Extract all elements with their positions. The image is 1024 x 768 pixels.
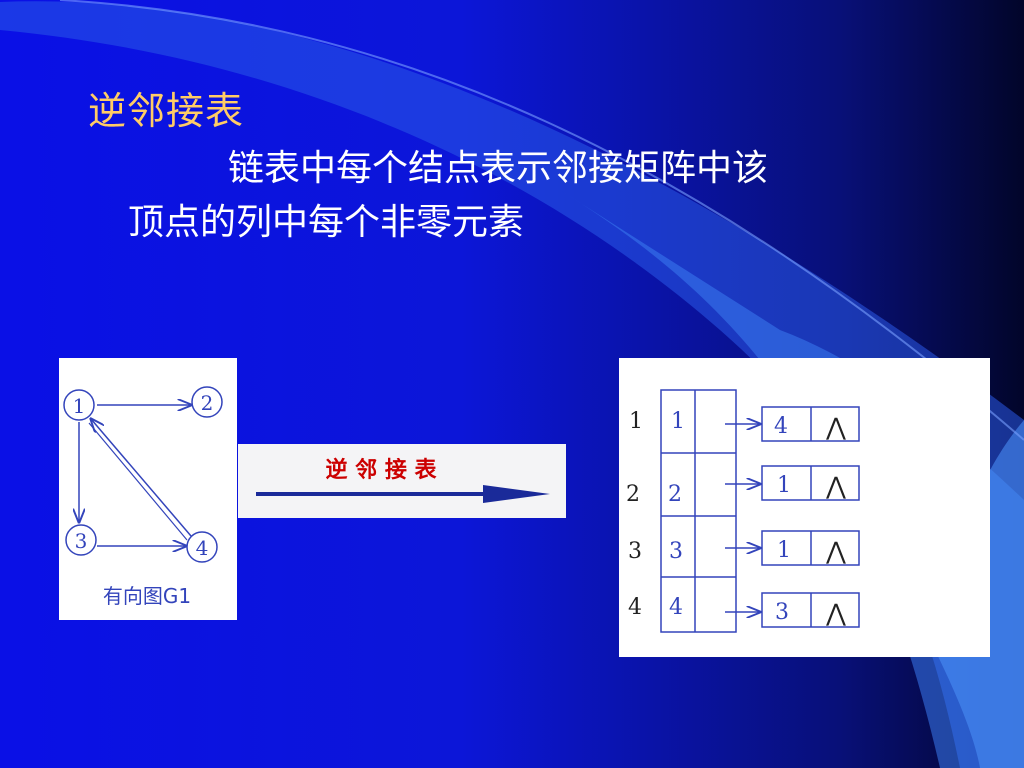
inverse-adjacency-list: 1 1 4 ⋀ 2 2 1 ⋀ 3 3 1 ⋀ (626, 389, 860, 633)
slide-body: 链表中每个结点表示邻接矩阵中该 顶点的列中每个非零元素 (128, 142, 948, 250)
adj-vertex-cell: 3 (775, 600, 789, 625)
adj-vertex-cell: 4 (774, 414, 788, 439)
null-pointer-icon: ⋀ (825, 413, 846, 441)
vertex-cell: 1 (671, 409, 685, 434)
vertex-cell: 2 (668, 482, 682, 507)
node-1: 1 (63, 389, 95, 421)
node-3: 3 (65, 524, 97, 556)
transform-arrow: 逆 邻 接 表 (256, 457, 550, 503)
body-line-1: 链表中每个结点表示邻接矩阵中该 (228, 148, 769, 189)
node-label: 4 (196, 536, 209, 560)
body-line-2: 顶点的列中每个非零元素 (128, 202, 525, 243)
vertex-table (660, 389, 737, 633)
vertex-cell: 4 (669, 595, 683, 620)
list-row-3: 3 3 1 ⋀ (628, 530, 860, 566)
node-label: 1 (73, 394, 86, 418)
node-2: 2 (191, 386, 223, 418)
edge-4-1 (91, 419, 192, 537)
node-label: 2 (201, 391, 214, 415)
adj-vertex-cell: 1 (777, 473, 791, 498)
node-4: 4 (186, 531, 218, 563)
list-row-4: 4 4 3 ⋀ (628, 592, 860, 628)
null-pointer-icon: ⋀ (825, 599, 846, 627)
node-label: 3 (75, 529, 88, 553)
list-row-1: 1 1 4 ⋀ (629, 406, 860, 442)
vertex-cell: 3 (669, 539, 683, 564)
arrow-head-icon (483, 485, 550, 503)
row-index: 1 (629, 409, 643, 434)
directed-graph-g1: 1 2 3 4 有向图G1 (63, 386, 223, 608)
adj-vertex-cell: 1 (777, 538, 791, 563)
slide-title: 逆邻接表 (88, 89, 245, 133)
row-index: 2 (626, 482, 640, 507)
arrow-label: 逆 邻 接 表 (326, 457, 438, 483)
graph-caption: 有向图G1 (103, 584, 191, 608)
graph-panel: 1 2 3 4 有向图G1 (59, 358, 237, 620)
row-index: 4 (628, 595, 642, 620)
row-index: 3 (628, 539, 642, 564)
null-pointer-icon: ⋀ (825, 472, 846, 500)
transform-arrow-panel: 逆 邻 接 表 (238, 444, 566, 518)
null-pointer-icon: ⋀ (825, 537, 846, 565)
inverse-adjacency-list-panel: 1 1 4 ⋀ 2 2 1 ⋀ 3 3 1 ⋀ (619, 358, 990, 657)
list-row-2: 2 2 1 ⋀ (626, 465, 860, 507)
